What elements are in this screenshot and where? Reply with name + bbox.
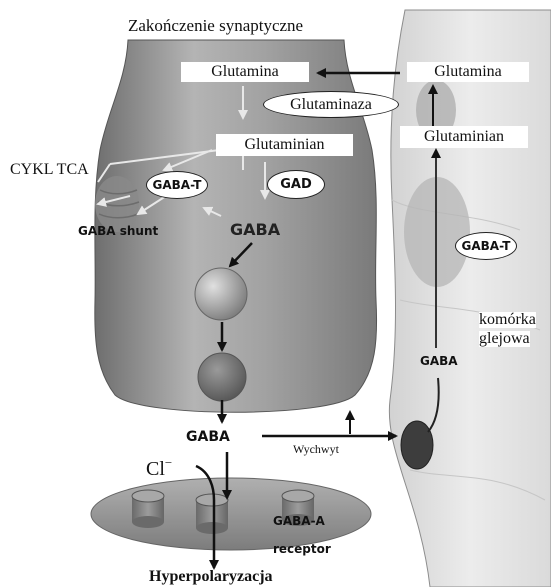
hyperpolarization-label: Hyperpolaryzacja [149,569,273,585]
receptor-label-line2: receptor [273,543,331,555]
gaba-cleft-label: GABA [186,430,230,444]
docked-vesicle [198,353,246,401]
gaba-shunt-label: GABA shunt [78,225,158,237]
reuptake-label: Wychwyt [293,443,339,455]
gaba-a-receptor-channel [132,490,164,528]
gaba-a-receptor-channel [196,494,228,534]
glial-cell [389,10,551,587]
receptor-label-line1: GABA-A [273,515,325,527]
chloride-charge: − [165,455,172,470]
glutamine-neuron-label: Glutamina [181,62,309,82]
chloride-ion-label: Cl− [146,456,172,479]
glial-cell-label-line1: komórka [479,312,536,328]
gaba-t-glia-enzyme: GABA-T [455,232,517,260]
glutaminase-enzyme: Glutaminaza [263,91,399,118]
glial-cell-label-line2: glejowa [479,331,530,347]
gaba-t-neuron-enzyme: GABA-T [146,171,208,199]
gaba-vesicle [195,268,247,320]
chloride-symbol: Cl [146,458,165,480]
glutamate-neuron-label: Glutaminian [216,134,353,156]
glutamate-glia-label: Glutaminian [400,126,528,148]
gad-enzyme: GAD [267,170,325,199]
gaba-transporter [401,421,433,469]
terminal-title: Zakończenie synaptyczne [128,17,303,34]
postsynaptic-membrane [91,478,371,550]
glutamine-glia-label: Glutamina [407,62,529,82]
gaba-glia-label: GABA [420,355,458,367]
gaba-terminal-label: GABA [230,222,280,238]
tca-cycle-label: CYKL TCA [10,162,89,178]
